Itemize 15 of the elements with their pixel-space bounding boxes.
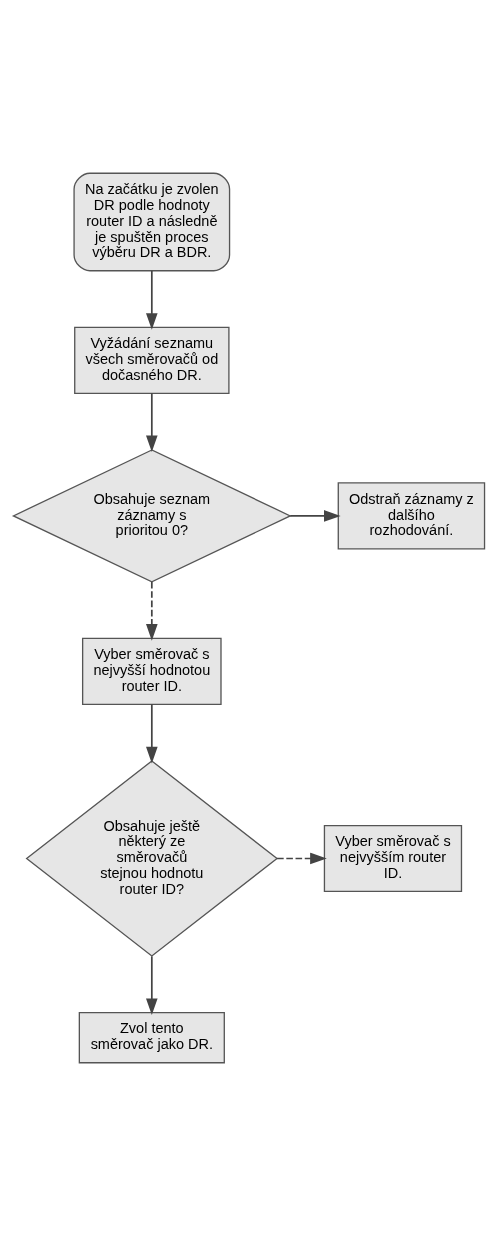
arrow	[146, 269, 158, 330]
node-box: Zvol tento směrovač jako DR.	[78, 1011, 225, 1063]
arrow	[146, 703, 158, 763]
arrow	[146, 955, 158, 1015]
arrow	[289, 509, 341, 522]
node-box: Odstraň záznamy z dalšího rozhodování.	[337, 481, 486, 549]
arrow	[146, 580, 158, 641]
arrow	[276, 852, 327, 864]
node-diamond: Obsahuje seznam záznamy s prioritou 0?	[11, 448, 292, 582]
node-box: Vyber směrovač s nejvyšším router ID.	[323, 824, 463, 892]
node-diamond: Obsahuje ještě některý ze směrovačů stejnou hodnotu router ID?	[25, 759, 279, 957]
node-box: Vyžádání seznamu všech směrovačů od dočasného DR.	[74, 326, 230, 394]
node-box: Vyber směrovač s nejvyšší hodnotou router ID.	[82, 637, 222, 705]
arrow	[146, 392, 158, 452]
node-box: Na začátku je zvolen DR podle hodnoty router ID a následně je spuštěn proces výběru DR a BDR.	[73, 172, 231, 271]
